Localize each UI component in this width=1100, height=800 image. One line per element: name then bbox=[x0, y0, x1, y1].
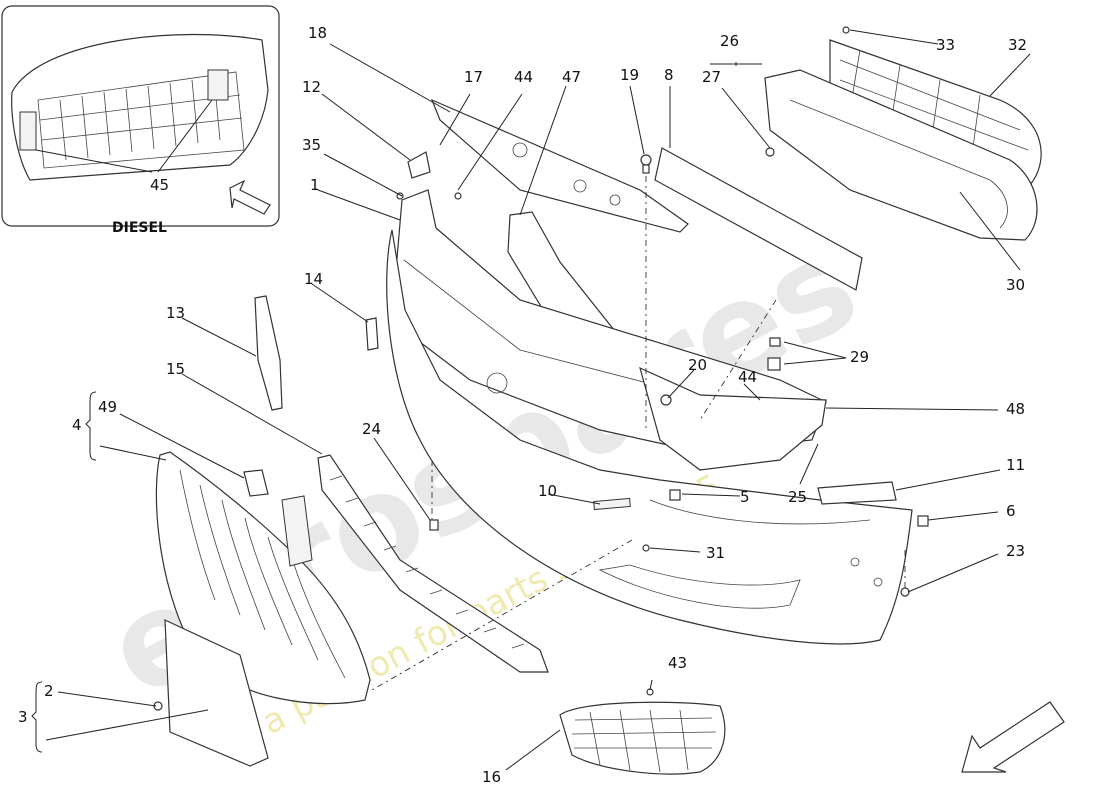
callout-14: 14 bbox=[304, 270, 323, 288]
part-bracket-11 bbox=[817, 481, 897, 505]
callout-12: 12 bbox=[302, 78, 321, 96]
callout-25: 25 bbox=[788, 488, 807, 506]
callout-29: 29 bbox=[850, 348, 869, 366]
callout-labels: 18 12 35 1 17 44 47 19 8 26 27 33 32 30 … bbox=[18, 24, 1027, 786]
callout-19: 19 bbox=[620, 66, 639, 84]
callout-27: 27 bbox=[702, 68, 721, 86]
callout-33: 33 bbox=[936, 36, 955, 54]
callout-44-mid: 44 bbox=[738, 368, 757, 386]
callout-2: 2 bbox=[44, 682, 54, 700]
callout-13: 13 bbox=[166, 304, 185, 322]
callout-26: 26 bbox=[720, 32, 739, 50]
callout-49: 49 bbox=[98, 398, 117, 416]
callout-43: 43 bbox=[668, 654, 687, 672]
callout-15: 15 bbox=[166, 360, 185, 378]
callout-5: 5 bbox=[740, 488, 750, 506]
inset-label-diesel: DIESEL bbox=[112, 220, 167, 236]
inset-direction-arrow-icon bbox=[229, 179, 271, 215]
callout-20: 20 bbox=[688, 356, 707, 374]
callout-23: 23 bbox=[1006, 542, 1025, 560]
callout-48: 48 bbox=[1006, 400, 1025, 418]
callout-17: 17 bbox=[464, 68, 483, 86]
callout-18: 18 bbox=[308, 24, 327, 42]
diesel-inset: 45 DIESEL bbox=[1, 5, 280, 236]
callout-8: 8 bbox=[664, 66, 674, 84]
leader-lines bbox=[45, 29, 1031, 771]
callout-44-top: 44 bbox=[514, 68, 533, 86]
part-mount-49 bbox=[243, 469, 269, 497]
part-clip-14 bbox=[365, 317, 379, 351]
callout-47: 47 bbox=[562, 68, 581, 86]
part-side-bracket-48 bbox=[639, 366, 827, 471]
brace-4 bbox=[85, 391, 97, 461]
callout-4: 4 bbox=[72, 416, 82, 434]
callout-45: 45 bbox=[150, 176, 169, 194]
callout-1: 1 bbox=[310, 176, 320, 194]
fasteners bbox=[153, 26, 929, 711]
part-fog-grille-16 bbox=[559, 701, 726, 775]
callout-3: 3 bbox=[18, 708, 28, 726]
callout-31: 31 bbox=[706, 544, 725, 562]
part-piece-10 bbox=[593, 497, 631, 511]
direction-arrow-icon bbox=[961, 701, 1065, 773]
callout-32: 32 bbox=[1008, 36, 1027, 54]
callout-6: 6 bbox=[1006, 502, 1016, 520]
part-foam-absorber bbox=[654, 147, 863, 291]
part-bracket-13 bbox=[254, 295, 283, 411]
guide-lines bbox=[371, 176, 906, 691]
callout-35: 35 bbox=[302, 136, 321, 154]
part-frame-30 bbox=[764, 69, 1038, 241]
part-plate-holder bbox=[164, 619, 269, 767]
callout-24: 24 bbox=[362, 420, 381, 438]
callout-11: 11 bbox=[1006, 456, 1025, 474]
part-bracket-center bbox=[281, 495, 313, 567]
brace-3 bbox=[31, 681, 43, 753]
part-clip-12 bbox=[407, 151, 431, 179]
callout-10: 10 bbox=[538, 482, 557, 500]
callout-30: 30 bbox=[1006, 276, 1025, 294]
callout-16: 16 bbox=[482, 768, 501, 786]
part-bumper-cover bbox=[386, 229, 913, 645]
